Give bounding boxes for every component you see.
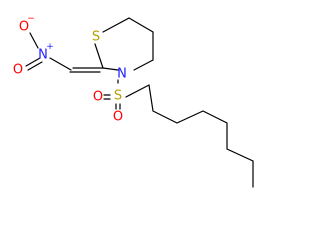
ring-nitrogen-label: N bbox=[117, 67, 127, 82]
sulfonyl-oxygen-2-label: O bbox=[113, 110, 123, 125]
sulfonyl-oxygen-1-label: O bbox=[93, 90, 103, 105]
bond-ring-c4-n bbox=[133, 59, 154, 71]
ring-sulfur-label: S bbox=[92, 30, 100, 45]
bond-nitro-o-double-1 bbox=[25, 57, 41, 67]
sulfonyl-sulfur-label: S bbox=[114, 89, 122, 104]
bond-ring-n-c2 bbox=[102, 67, 119, 71]
bond-nonyl-chain bbox=[125, 84, 254, 188]
bond-ch-nitro bbox=[49, 57, 72, 71]
nitro-nitrogen-label: N bbox=[38, 48, 48, 63]
nitro-nitrogen-charge: + bbox=[46, 42, 54, 52]
nitro-oxygen-charge: − bbox=[27, 14, 35, 24]
nitro-oxygen-single-label: O bbox=[19, 20, 29, 35]
bond-nitro-o-double-2 bbox=[27, 61, 43, 71]
bond-nitro-o-single bbox=[29, 32, 39, 49]
molecule-structure: S N N + O − O S O O bbox=[13, 14, 254, 188]
bond-ring-c6-c5 bbox=[128, 17, 154, 33]
nitro-oxygen-double-label: O bbox=[13, 63, 23, 78]
bond-ring-s-c2 bbox=[94, 43, 104, 69]
bond-ring-s-c6 bbox=[102, 17, 130, 33]
